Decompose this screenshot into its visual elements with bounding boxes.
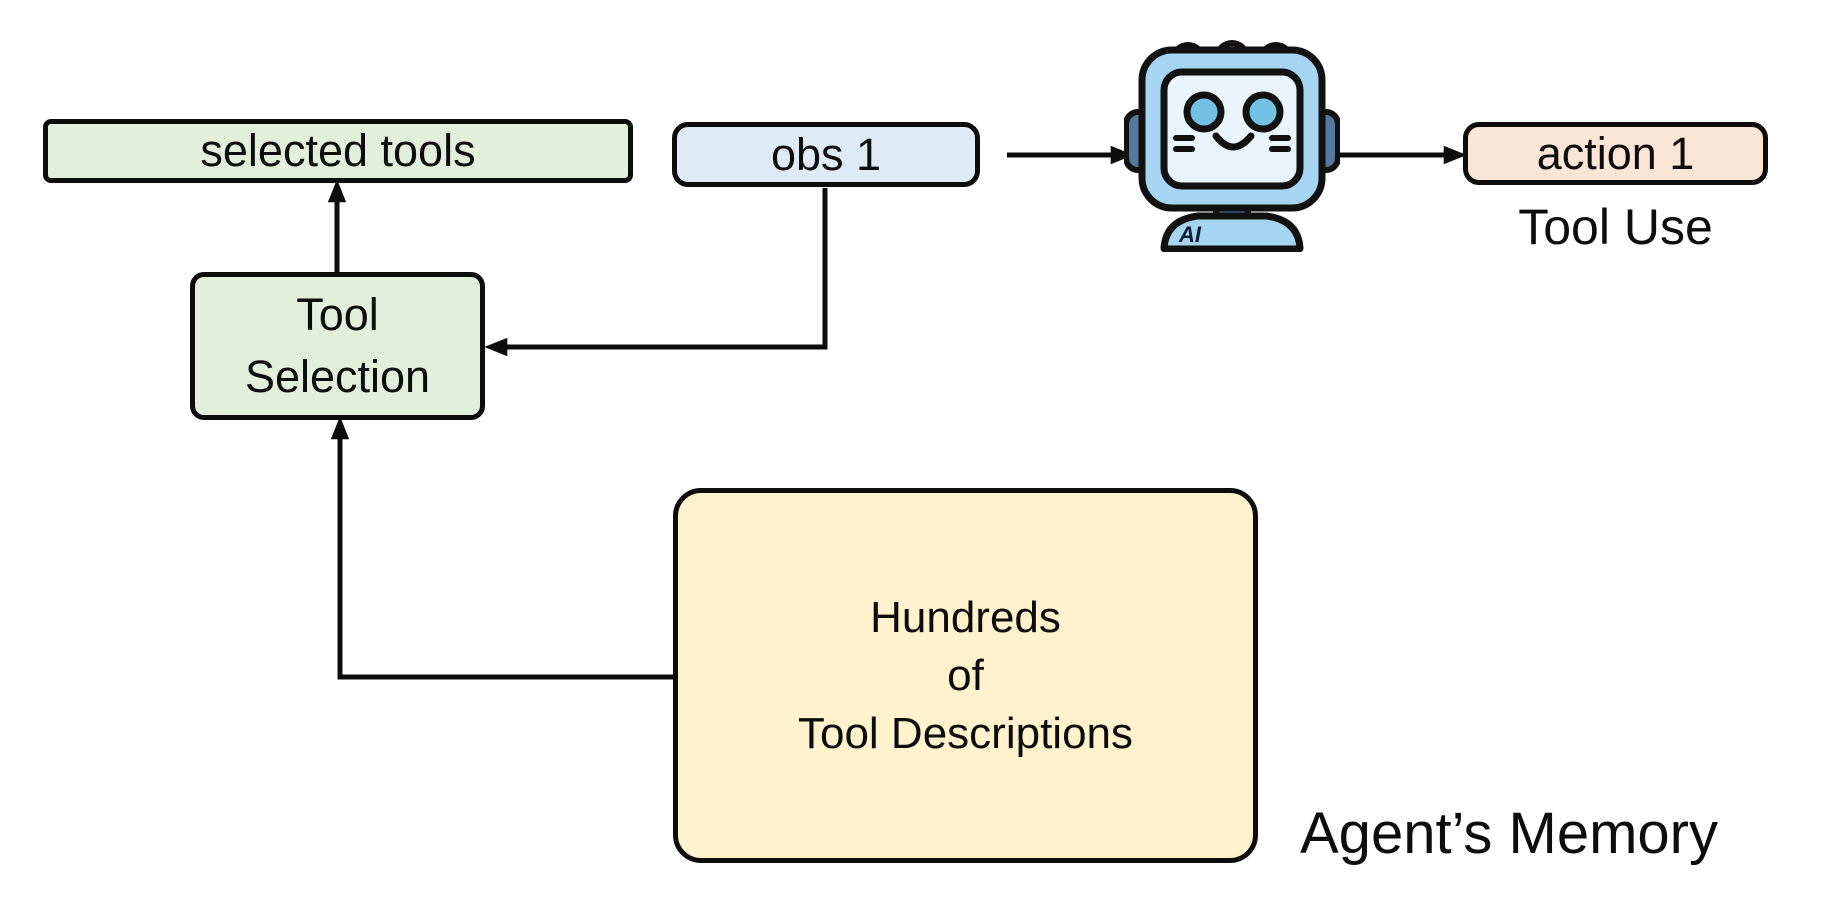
selected-tools-box: selected tools [43, 119, 633, 183]
arrow-obs1-to-tool-selection [484, 188, 828, 357]
obs1-box: obs 1 [672, 122, 980, 187]
robot-ai-badge: AI [1178, 222, 1202, 247]
robot-eyes [1183, 91, 1284, 133]
action1-box: action 1 [1463, 122, 1768, 185]
ai-robot-icon: AI [1124, 40, 1340, 252]
memory-store-box: Hundreds of Tool Descriptions [673, 488, 1258, 863]
agents-memory-caption: Agent’s Memory [1300, 801, 1718, 866]
robot-cheek-marks [1173, 135, 1291, 152]
memory-label-line3: Tool Descriptions [797, 708, 1134, 758]
robot-body [1160, 212, 1304, 252]
selected-tools-label: selected tools [200, 125, 476, 176]
memory-label-line1: Hundreds [870, 592, 1061, 642]
tool-selection-box: Tool Selection [190, 272, 485, 420]
tool-use-caption: Tool Use [1518, 199, 1713, 255]
tool-selection-label-line1: Tool [296, 289, 379, 340]
action1-label: action 1 [1536, 127, 1695, 179]
robot-screen [1160, 68, 1304, 190]
arrow-memory-to-tool-selection [330, 416, 673, 680]
robot-smile [1212, 132, 1255, 151]
memory-label-line2: of [947, 650, 984, 700]
tool-selection-label-line2: Selection [244, 351, 431, 402]
obs1-label: obs 1 [770, 128, 882, 180]
